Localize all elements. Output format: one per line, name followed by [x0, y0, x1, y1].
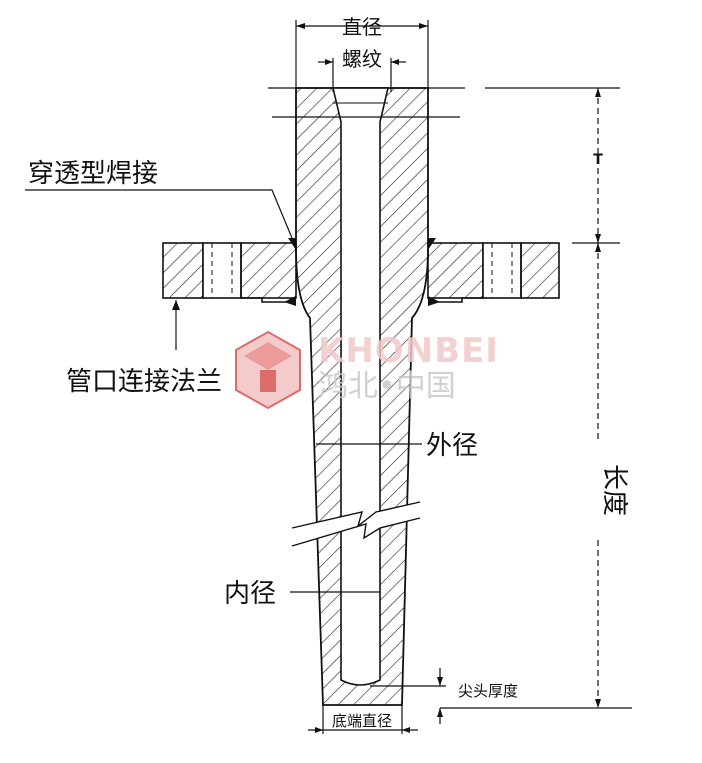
watermark-brand-cn: 鸿北•中国 — [318, 369, 456, 404]
outer-diameter-label: 外径 — [426, 431, 478, 461]
thermowell-body — [284, 87, 440, 706]
tip-thickness-dimension — [370, 668, 446, 724]
t-dimension — [485, 87, 620, 244]
watermark-brand-en: KHONBEI — [318, 331, 499, 371]
weld-leader — [25, 189, 293, 239]
tip-thickness-label: 尖头厚度 — [458, 682, 518, 700]
flange-right — [427, 242, 560, 303]
top-dimensions — [268, 20, 465, 118]
bottom-diameter-dimension — [308, 705, 418, 734]
flange-label: 管口连接法兰 — [66, 367, 222, 397]
inner-diameter-label: 内径 — [224, 579, 276, 609]
logo-icon — [235, 330, 301, 410]
length-label: 长度 — [599, 464, 629, 516]
bottom-diameter-label: 底端直径 — [332, 712, 392, 730]
diameter-label: 直径 — [342, 15, 382, 39]
length-dimension — [440, 243, 632, 709]
penetration-weld-label: 穿透型焊接 — [28, 159, 158, 189]
thread-label: 螺纹 — [342, 47, 382, 71]
t-label: T — [593, 152, 603, 168]
watermark: KHONBEI 鸿北•中国 — [235, 330, 499, 410]
flange-left — [162, 242, 297, 303]
